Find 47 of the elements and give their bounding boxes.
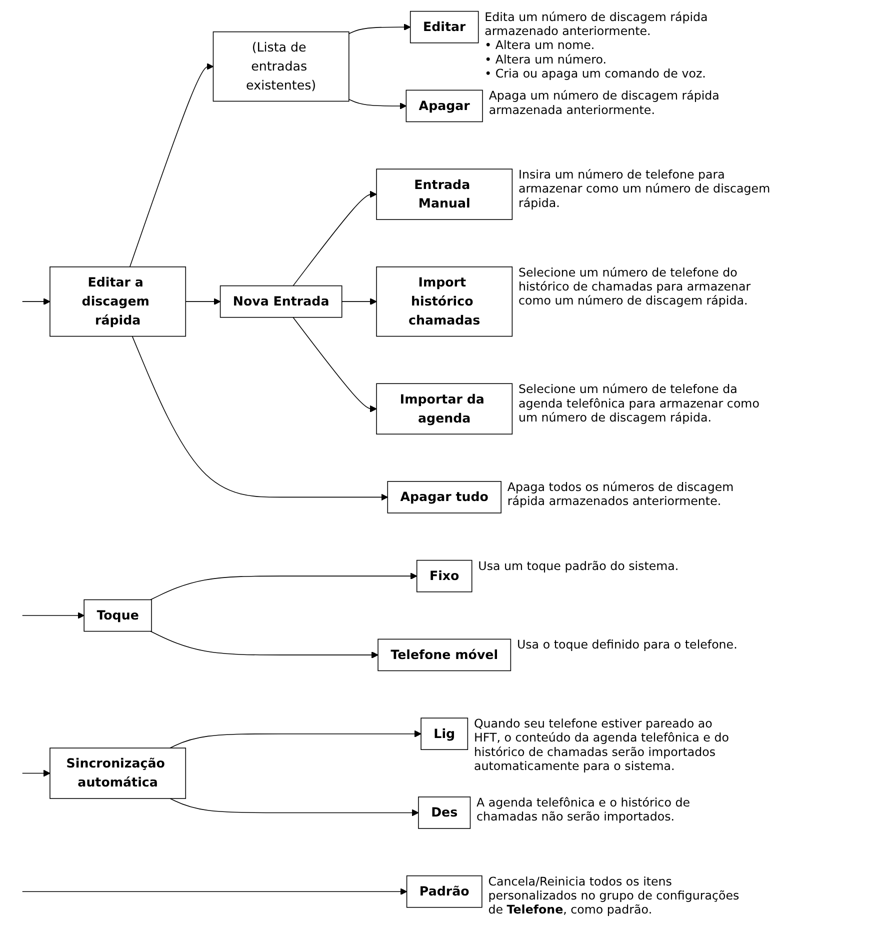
node-label: Padrão bbox=[419, 884, 470, 899]
arrow bbox=[22, 612, 84, 619]
description-text: Usa o toque definido para o telefone. bbox=[516, 638, 738, 652]
description-text: A agenda telefônica e o histórico de chamadas não serão importados. bbox=[476, 795, 691, 824]
description-text: • Altera um número. bbox=[484, 52, 608, 67]
arrow bbox=[292, 190, 377, 286]
description-text: Apaga um número de discagem rápida armazenada anteriormente. bbox=[488, 88, 720, 117]
description-text: • Cria ou apaga um comando de voz. bbox=[484, 66, 707, 81]
arrow bbox=[341, 298, 377, 306]
arrow bbox=[170, 730, 422, 748]
description-text: Apaga todos os números de discagem rápida armazenados anteriormente. bbox=[507, 480, 735, 508]
arrow bbox=[22, 298, 50, 306]
description-text: Insira um número de telefone para armazenar como um número de discagem rápida. bbox=[518, 168, 772, 210]
arrow bbox=[170, 798, 419, 816]
description-text: Cancela/Reinicia todos os itens personalizados no grupo de configurações de Telefone, como padrão. bbox=[488, 874, 740, 917]
description-text: Selecione um número de telefone do histórico de chamadas para armazenar como um número de discagem rápida. bbox=[518, 265, 752, 308]
arrow bbox=[292, 316, 377, 412]
menu-tree-diagram: Editar a discagem rápida (Lista de entradas existentes) Editar Apagar Nova Entrada Entrada Manual Import histórico chamadas Importar da agenda Apagar tudo Toque Fixo Telefone móvel Sincronização automática Lig Des Padrão Edita um número de discagem rápida armazenado anteriormente. • Altera um nome. • Altera um número. • Cria ou apaga um comando de voz. Apaga um número de discagem rápida armazenada anteriormente. Insira um número de telefone para armazenar como um número de discagem rápida. Selecione um número de telefone do histórico de chamadas para armazenar como um número de discagem rápida. Selecione um número de telefone da agenda telefônica para armazenar como um número de discagem rápida. Apaga todos os números de discagem rápida armazenados anteriormente. Usa um toque padrão do sistema. Usa o toque definido para o telefone. Quando seu telefone estiver pareado ao HFT, o conteúdo da agenda telefônica e do histórico de chamadas serão importados automaticamente para o sistema. A agenda telefônica e o histórico de chamadas não serão importados. Cancela/Reinicia todos os itens personalizados no grupo de configurações de Telefone, como padrão. bbox=[5, 5, 782, 920]
arrow bbox=[150, 572, 418, 600]
node-label: Importar da agenda bbox=[400, 392, 484, 426]
node-label: Toque bbox=[96, 608, 139, 623]
node-label: Lig bbox=[434, 726, 456, 741]
node-label: Fixo bbox=[429, 568, 460, 584]
description-text: Edita um número de discagem rápida armazenado anteriormente. bbox=[484, 10, 709, 38]
arrow bbox=[185, 298, 221, 306]
arrow bbox=[348, 98, 406, 110]
arrow bbox=[150, 630, 378, 658]
arrow bbox=[22, 888, 408, 896]
node-label: Import histórico chamadas bbox=[408, 274, 480, 328]
node-label: Editar bbox=[422, 19, 466, 34]
description-text: Quando seu telefone estiver pareado ao HFT, o conteúdo da agenda telefônica e do histórico de chamadas serão importados automaticamente para o sistema. bbox=[474, 716, 730, 774]
node-label: Apagar tudo bbox=[400, 489, 488, 504]
arrow bbox=[348, 24, 411, 34]
node-label: (Lista de entradas existentes) bbox=[246, 40, 316, 93]
description-text: Selecione um número de telefone da agenda telefônica para armazenar como um número de discagem rápida. bbox=[518, 382, 760, 425]
node-label: Des bbox=[431, 804, 458, 820]
description-text: • Altera um nome. bbox=[484, 38, 596, 52]
arrow bbox=[132, 336, 388, 501]
description-text: Usa um toque padrão do sistema. bbox=[478, 558, 680, 573]
arrow bbox=[22, 770, 50, 777]
node-label: Entrada Manual bbox=[414, 176, 470, 211]
node-label: Nova Entrada bbox=[232, 294, 330, 309]
arrow bbox=[129, 63, 214, 268]
node-label: Sincronização automática bbox=[66, 756, 165, 790]
node-label: Apagar bbox=[418, 98, 470, 114]
node-label: Telefone móvel bbox=[390, 647, 498, 662]
node-label: Editar a discagem rápida bbox=[82, 274, 150, 328]
